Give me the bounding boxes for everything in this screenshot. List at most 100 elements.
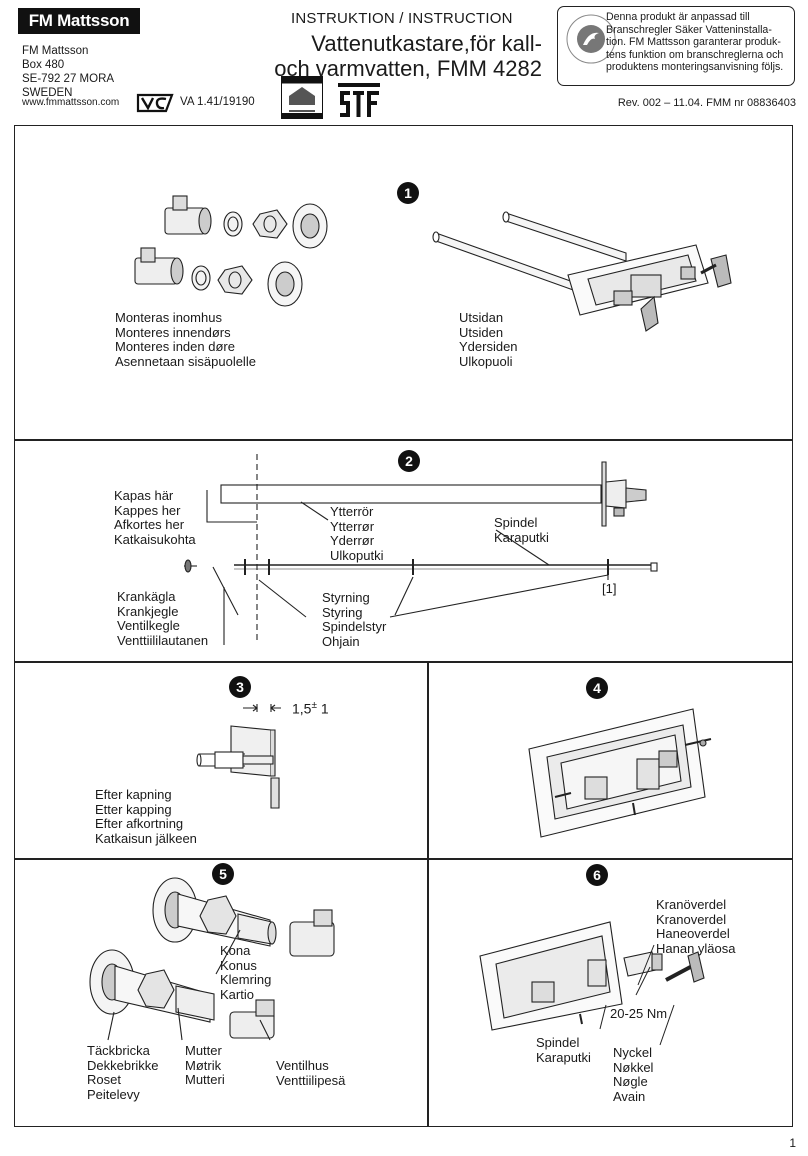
label-spindle: Spindel Karaputki: [536, 1035, 591, 1065]
label-line: Peitelevy: [87, 1086, 140, 1102]
label-line: Kranoverdel: [656, 911, 727, 927]
label-line: Efter kapning: [95, 787, 172, 802]
certification-badge-icon: [281, 76, 323, 119]
address-line: FM Mattsson: [22, 45, 89, 57]
label-line: Spindelstyr: [322, 619, 387, 634]
label-line: Nøkkel: [613, 1059, 654, 1075]
notice-line: tion. FM Mattsson garanterar produk-: [606, 36, 781, 49]
section-divider: [14, 439, 793, 441]
top-part-assembly-illustration: [479, 921, 705, 1031]
step-4-number: 4: [586, 677, 608, 699]
dimension-label: 1,5± 1: [292, 699, 329, 716]
fitting-assembly-illustration: [89, 877, 335, 1041]
label-line: Hanan yläosa: [656, 940, 736, 956]
address-line: Box 480: [22, 59, 65, 71]
wall-plate-mounting-illustration: [528, 708, 712, 838]
label-line: Roset: [87, 1072, 121, 1087]
label-line: Spindel: [494, 515, 538, 530]
label-line: Ulkoputki: [330, 547, 384, 563]
address-line: SE-792 27 MORA: [22, 73, 115, 85]
label-line: Utsidan: [459, 310, 504, 325]
label-tap-top-part: Kranöverdel Kranoverdel Haneoverdel Hana…: [656, 897, 736, 956]
label-line: Møtrik: [185, 1057, 222, 1073]
label-line: Konus: [220, 957, 257, 973]
company-address: FM Mattsson Box 480 SE-792 27 MORA SWEDE…: [22, 44, 114, 100]
label-line: Katkaisun jälkeen: [95, 830, 197, 846]
step-6-number: 6: [586, 864, 608, 886]
label-line: Monteres innendørs: [115, 324, 231, 340]
step-6-leaders: [599, 944, 675, 1046]
torque-spec: 20-25 Nm: [610, 1006, 668, 1021]
label-line: Karaputki: [536, 1049, 591, 1065]
notice-line: tens funktion om branschreglerna och: [606, 48, 784, 61]
column-divider: [427, 661, 429, 1127]
label-line: Haneoverdel: [656, 926, 730, 941]
title-line: och varmvatten, FMM 4282: [274, 56, 542, 81]
label-line: Venttiililautanen: [117, 632, 209, 648]
approval-number: VA 1.41/19190: [180, 96, 255, 108]
website-link[interactable]: www.fmmattsson.com: [22, 97, 120, 108]
label-line: Dekkebrikke: [87, 1057, 159, 1073]
address-line: SWEDEN: [22, 87, 73, 99]
label-line: Ventilhus: [276, 1058, 329, 1073]
label-line: Nyckel: [613, 1045, 653, 1060]
label-spindle: Spindel Karaputki: [494, 515, 549, 545]
step-1-number: 1: [397, 182, 419, 204]
step-3-number: 3: [229, 676, 251, 698]
tolerance-sign: ±: [311, 700, 317, 711]
label-line: Kappes her: [114, 502, 181, 518]
title-line: Vattenutkastare,för kall-: [311, 31, 542, 56]
label-line: Ydersiden: [459, 339, 518, 354]
label-washer: Täckbricka Dekkebrikke Roset Peitelevy: [87, 1043, 159, 1102]
instruction-frame: [14, 125, 793, 1127]
label-line: Mutter: [185, 1043, 222, 1058]
label-line: Spindel: [536, 1035, 580, 1050]
label-guide: Styrning Styring Spindelstyr Ohjain: [322, 590, 387, 649]
label-line: Kartio: [220, 986, 254, 1002]
section-divider: [14, 858, 793, 860]
label-line: Krankjegle: [117, 603, 179, 619]
label-after-cut: Efter kapning Etter kapping Efter afkort…: [95, 787, 197, 846]
brand-logo: FM Mattsson: [18, 8, 140, 34]
label-line: Krankägla: [117, 589, 176, 604]
page-title: Vattenutkastare,för kall- och varmvatten…: [272, 31, 542, 81]
label-valve-body: Ventilhus Venttiilipesä: [276, 1058, 346, 1088]
cut-end-detail-illustration: [196, 704, 281, 809]
label-line: Utsiden: [459, 324, 504, 340]
tolerance-value: 1: [320, 700, 329, 717]
notice-line: produktens monteringsanvisning följs.: [606, 61, 784, 74]
section-divider: [14, 661, 793, 663]
label-nut: Mutter Møtrik Mutteri: [185, 1043, 225, 1088]
label-cut-here: Kapas här Kappes her Afkortes her Katkai…: [114, 488, 196, 547]
label-line: Ventilkegle: [117, 618, 180, 633]
step-2-number: 2: [398, 450, 420, 472]
label-line: Ytterrør: [330, 518, 375, 534]
label-line: Kranöverdel: [656, 897, 727, 912]
label-line: Täckbricka: [87, 1043, 150, 1058]
revision-info: Rev. 002 – 11.04. FMM nr 08836403: [617, 97, 796, 109]
label-line: Katkaisukohta: [114, 531, 196, 547]
dimension-value: 1,5: [292, 700, 312, 717]
va-logo-icon: [136, 93, 174, 113]
label-line: Nøgle: [613, 1074, 648, 1089]
stf-logo-icon: [338, 83, 380, 117]
label-line: Asennetaan sisäpuolelle: [115, 353, 256, 369]
label-valve-disc: Krankägla Krankjegle Ventilkegle Venttii…: [117, 589, 209, 648]
label-outer-pipe: Ytterrör Ytterrør Yderrør Ulkoputki: [330, 504, 384, 563]
label-line: Monteres inden døre: [115, 339, 235, 354]
label-line: Kona: [220, 943, 251, 958]
label-line: Yderrør: [330, 533, 375, 548]
pipe-cut-diagram: [184, 454, 658, 645]
label-key: Nyckel Nøkkel Nøgle Avain: [613, 1045, 654, 1104]
label-line: Efter afkortning: [95, 816, 184, 831]
notice-line: Branschregler Säker Vatteninstalla-: [606, 23, 772, 36]
label-line: Karaputki: [494, 529, 549, 545]
label-line: Monteras inomhus: [115, 310, 222, 325]
label-line: Venttiilipesä: [276, 1072, 346, 1088]
tap-assembly-illustration: [432, 211, 732, 332]
page-number: 1: [789, 1136, 796, 1150]
label-line: Ulkopuoli: [459, 353, 513, 369]
label-outside: Utsidan Utsiden Ydersiden Ulkopuoli: [459, 310, 518, 369]
industry-notice-box: [557, 6, 795, 86]
label-line: Kapas här: [114, 488, 174, 503]
